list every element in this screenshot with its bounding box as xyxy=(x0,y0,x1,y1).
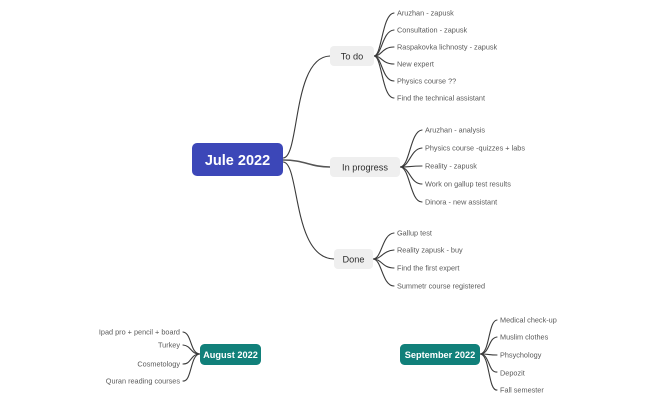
branch-node-to-do[interactable]: To do xyxy=(330,46,374,66)
leaf-item: New expert xyxy=(397,60,434,69)
edge-leaf xyxy=(182,344,201,355)
branch-node-done[interactable]: Done xyxy=(334,249,373,269)
edge-leaf xyxy=(479,319,498,355)
leaf-item: Reality - zapusk xyxy=(425,162,477,171)
mindmap-jule-2022: Jule 2022 To do Aruzhan - zapusk Consult… xyxy=(192,9,525,291)
root-node-august-2022[interactable]: August 2022 xyxy=(200,344,261,365)
edge-leaf xyxy=(182,353,201,382)
root-node-label: Jule 2022 xyxy=(205,153,270,169)
leaf-item: Raspakovka lichnosty - zapusk xyxy=(397,43,498,52)
branch-node-in-progress[interactable]: In progress xyxy=(330,157,400,177)
leaf-item: Fall semester xyxy=(500,386,544,395)
edge-leaf xyxy=(399,166,423,185)
leaf-item: Find the first expert xyxy=(397,264,459,273)
leaf-item: Aruzhan - analysis xyxy=(425,126,485,135)
leaf-item: Cosmetology xyxy=(137,360,180,369)
leaf-item: Muslim clothes xyxy=(500,333,549,342)
edge-leaf xyxy=(399,129,423,168)
leaf-item: Reality zapusk - buy xyxy=(397,246,463,255)
leaf-item: Summetr course registered xyxy=(397,282,485,291)
leaf-item: Medical check-up xyxy=(500,316,557,325)
root-node-september-2022[interactable]: September 2022 xyxy=(400,344,480,365)
leaf-item: Aruzhan - zapusk xyxy=(397,9,454,18)
edge-leaf xyxy=(399,166,423,203)
edge-leaf xyxy=(479,353,498,391)
leaf-item: Physics course ?? xyxy=(397,77,456,86)
leaf-item: Depozit xyxy=(500,369,525,378)
leaf-item: Find the technical assistant xyxy=(397,94,485,103)
root-node-label: September 2022 xyxy=(405,350,475,360)
branch-node-label: To do xyxy=(341,52,363,62)
mindmap-september-2022: September 2022 Medical check-up Muslim c… xyxy=(400,316,557,395)
edge-leaf xyxy=(372,258,395,287)
edge-root-to-do xyxy=(282,55,331,159)
edge-leaf xyxy=(372,232,395,260)
leaf-item: Gallup test xyxy=(397,229,432,238)
leaf-item: Dinora - new assistant xyxy=(425,198,497,207)
leaf-item: Physics course -quizzes + labs xyxy=(425,144,525,153)
edge-leaf xyxy=(373,12,395,57)
mindmap-august-2022: August 2022 Ipad pro + pencil + board Tu… xyxy=(99,328,261,386)
leaf-item: Consultation - zapusk xyxy=(397,26,468,35)
leaf-item: Phsychology xyxy=(500,351,542,360)
root-node-label: August 2022 xyxy=(203,350,258,360)
branch-node-label: Done xyxy=(343,255,365,265)
edge-leaf xyxy=(182,353,201,365)
leaf-item: Turkey xyxy=(158,341,180,350)
edge-leaf xyxy=(399,147,423,168)
edge-root-in-progress xyxy=(282,159,331,168)
root-node-jule-2022[interactable]: Jule 2022 xyxy=(192,143,283,176)
leaf-item: Ipad pro + pencil + board xyxy=(99,328,180,337)
edge-leaf xyxy=(373,55,395,99)
leaf-item: Work on gallup test results xyxy=(425,180,511,189)
branch-node-label: In progress xyxy=(342,163,388,173)
edge-root-done xyxy=(282,161,335,260)
leaf-item: Quran reading courses xyxy=(106,377,181,386)
